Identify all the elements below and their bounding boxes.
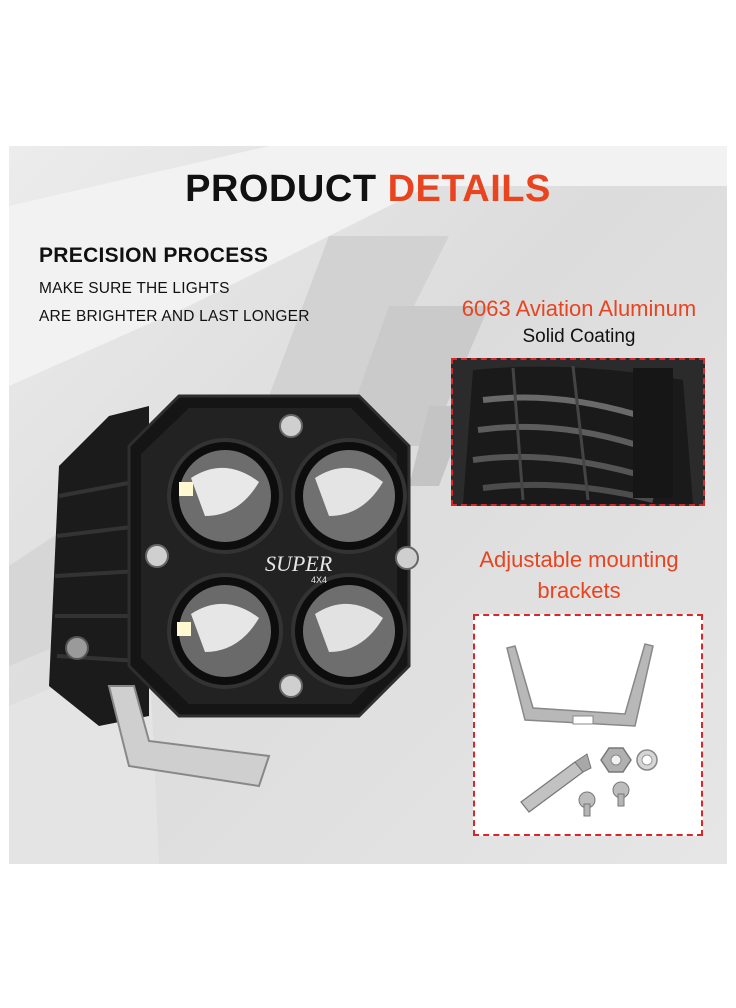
brackets-image xyxy=(473,614,703,836)
product-details-panel: PRODUCT DETAILS PRECISION PROCESS MAKE S… xyxy=(9,146,727,864)
heatsink-closeup-image xyxy=(451,358,705,506)
brackets-title: Adjustable mounting brackets xyxy=(439,544,719,606)
lens-bottom-left xyxy=(167,573,283,689)
title-word-details: DETAILS xyxy=(387,168,551,210)
precision-title: PRECISION PROCESS xyxy=(39,244,269,267)
precision-line-1: MAKE SURE THE LIGHTS xyxy=(39,280,230,297)
lamp-brand-text: SUPER xyxy=(265,551,333,576)
precision-line-2: ARE BRIGHTER AND LAST LONGER xyxy=(39,308,310,325)
brackets-title-line-2: brackets xyxy=(537,578,621,603)
bracket-hardware-icon xyxy=(506,643,658,817)
page-title: PRODUCT DETAILS xyxy=(9,168,727,211)
led-light-pod-image: SUPER 4X4 xyxy=(49,394,419,788)
title-word-product: PRODUCT xyxy=(185,168,377,210)
lens-bottom-right xyxy=(291,573,407,689)
precision-block: PRECISION PROCESS MAKE SURE THE LIGHTS A… xyxy=(39,244,310,326)
lens-top-right xyxy=(291,438,407,554)
aluminum-subtitle: Solid Coating xyxy=(522,326,636,347)
brackets-title-line-1: Adjustable mounting xyxy=(479,547,679,572)
aluminum-title: 6063 Aviation Aluminum xyxy=(461,296,697,321)
heatsink-fins-icon xyxy=(453,360,703,504)
lamp-badge-text: 4X4 xyxy=(311,575,327,585)
lens-top-left xyxy=(167,438,283,554)
